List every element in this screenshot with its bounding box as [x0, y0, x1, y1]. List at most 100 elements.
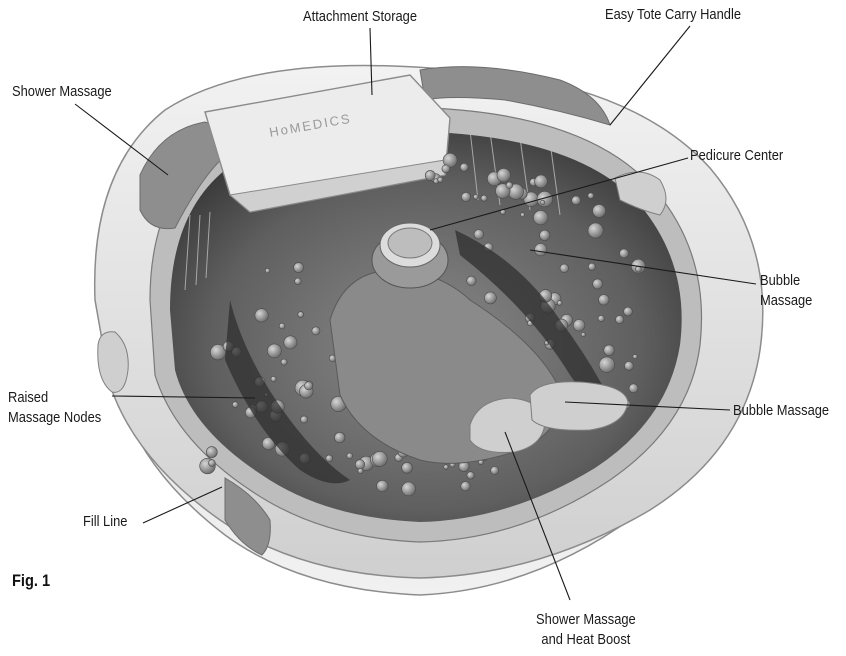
leader-easy-tote — [609, 25, 691, 126]
bubble — [505, 181, 514, 189]
bubble — [592, 204, 606, 218]
label-raised-massage-nodes-line2: Massage Nodes — [8, 409, 102, 426]
leader-raised-nodes — [111, 395, 256, 399]
bubble — [520, 212, 525, 218]
bubble — [572, 319, 586, 332]
bubble — [460, 481, 471, 492]
bubble — [587, 192, 594, 199]
label-pedicure-center: Pedicure Center — [690, 147, 784, 164]
bubble — [534, 243, 548, 257]
bubble — [598, 294, 610, 306]
bubble — [311, 326, 321, 336]
bubble — [443, 464, 449, 470]
bubble — [490, 466, 499, 475]
bubble — [232, 401, 239, 408]
bubble — [473, 229, 484, 240]
bubble — [294, 277, 302, 285]
control-button-bubble — [529, 381, 629, 431]
bubble — [628, 383, 639, 394]
bubble — [580, 332, 586, 337]
label-bubble-massage-upper-line2: Massage — [760, 292, 813, 309]
leader-fill-line — [142, 486, 223, 524]
label-shower-heat-line1: Shower Massage — [536, 611, 636, 628]
bubble — [325, 454, 333, 462]
label-shower-heat-line2: and Heat Boost — [541, 631, 631, 648]
handle-right — [614, 171, 667, 216]
bubble — [424, 170, 436, 181]
leader-shower-massage — [74, 103, 169, 176]
leader-bubble-massage-lower — [564, 401, 731, 411]
bubble — [496, 168, 511, 183]
bubble — [480, 194, 488, 202]
label-attachment-storage: Attachment Storage — [303, 8, 418, 25]
label-raised-massage-nodes: Raised Massage Nodes — [8, 388, 101, 428]
bubble — [556, 300, 563, 306]
bubble — [587, 222, 604, 239]
leader-shower-heat-boost — [504, 431, 571, 601]
bubble — [624, 361, 634, 371]
pedicure-center-pumice — [387, 227, 433, 259]
bubble — [623, 306, 633, 317]
bubble — [588, 262, 596, 271]
bubble — [283, 335, 298, 350]
bubble — [297, 311, 305, 318]
label-fill-line: Fill Line — [83, 513, 128, 530]
bubble — [300, 415, 308, 424]
leader-lines — [74, 25, 757, 601]
bubble — [619, 248, 629, 259]
attachment-storage-front — [228, 159, 446, 213]
bubble — [442, 152, 458, 168]
bubble — [437, 176, 444, 183]
bubble — [293, 262, 304, 273]
bubble — [280, 358, 288, 366]
bubble — [466, 471, 475, 480]
handle-left — [97, 331, 129, 393]
bubble — [401, 462, 413, 474]
label-shower-massage: Shower Massage — [12, 83, 112, 100]
bubble — [278, 322, 286, 330]
leader-bubble-massage-upper — [529, 249, 757, 285]
bubble — [254, 308, 269, 323]
bubble — [632, 354, 638, 360]
bubble — [592, 278, 603, 290]
leader-attachment-storage — [369, 27, 373, 96]
bubble — [461, 191, 471, 202]
bubble — [265, 268, 271, 274]
bubble — [208, 459, 216, 467]
bubble — [357, 468, 364, 474]
label-easy-tote-carry-handle: Easy Tote Carry Handle — [605, 6, 742, 23]
bubble — [597, 314, 605, 322]
bubble — [334, 432, 346, 444]
label-shower-massage-heat-boost: Shower Massage and Heat Boost — [530, 610, 642, 650]
bubble — [473, 194, 479, 200]
label-bubble-massage-upper-line1: Bubble — [760, 272, 801, 289]
label-raised-massage-nodes-line1: Raised — [8, 389, 49, 406]
bubble — [540, 199, 546, 205]
bubble — [304, 381, 313, 391]
leader-pedicure-center — [429, 157, 689, 231]
bubble — [441, 164, 451, 174]
bubble — [539, 229, 551, 241]
label-bubble-massage-upper: Bubble Massage — [760, 271, 812, 311]
massage-nodes-left — [225, 300, 350, 484]
fill-line-window — [224, 477, 271, 556]
bubble — [559, 263, 569, 273]
bubble — [534, 174, 548, 189]
bubble — [495, 183, 511, 199]
bubble — [598, 356, 616, 373]
bubble — [484, 291, 497, 305]
bubble — [267, 343, 282, 359]
bubble — [270, 375, 277, 382]
bubble — [466, 275, 477, 286]
bubble — [206, 446, 218, 458]
bubble — [376, 479, 389, 492]
bubble — [603, 344, 615, 356]
figure-label: Fig. 1 — [12, 571, 51, 590]
bubble — [459, 163, 469, 172]
bubble — [371, 451, 388, 467]
bubble — [533, 210, 549, 226]
massage-nodes-right — [455, 230, 610, 401]
bubble — [615, 315, 624, 324]
